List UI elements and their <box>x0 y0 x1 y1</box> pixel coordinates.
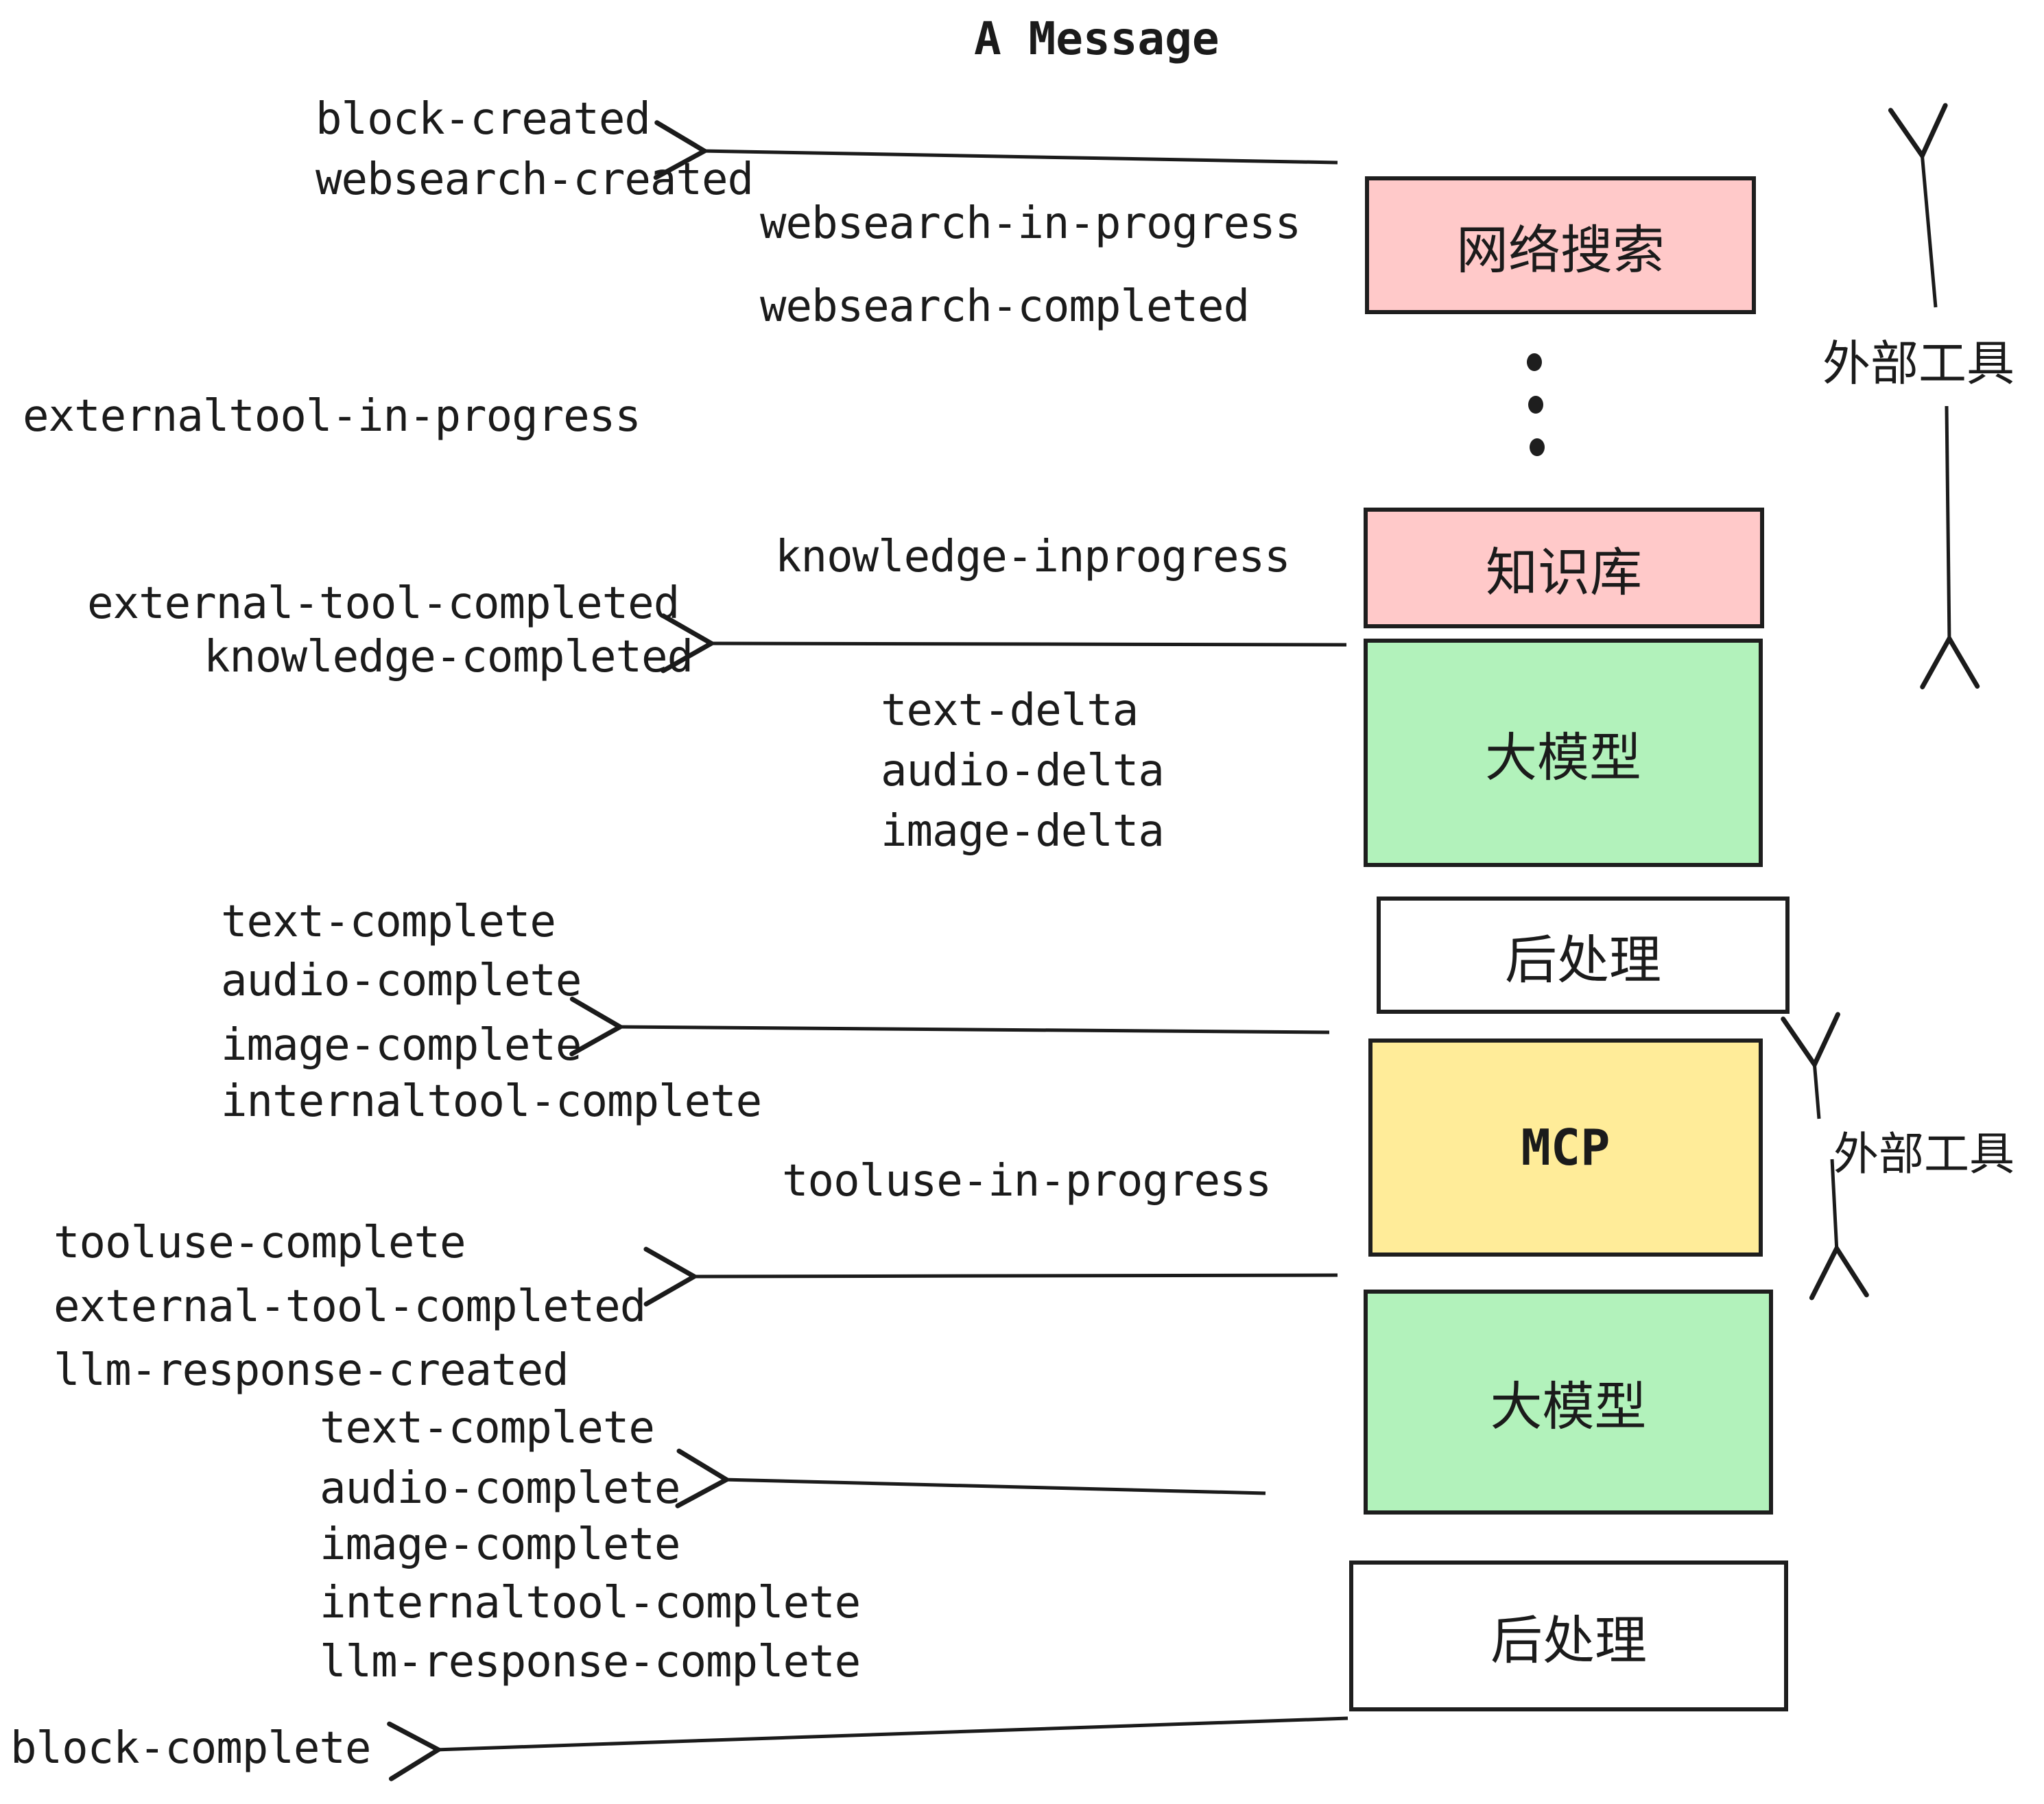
event-label-internaltool-complete-2: internaltool-complete <box>320 1578 861 1628</box>
event-label-audio-complete: audio-complete <box>221 956 582 1006</box>
event-label-tooluse-complete: tooluse-complete <box>54 1218 466 1268</box>
event-label-externaltool-in-progress: externaltool-in-progress <box>23 391 641 442</box>
event-label-audio-complete-2: audio-complete <box>320 1463 680 1514</box>
box-postprocess-1-label: 后处理 <box>1505 931 1661 990</box>
box-knowledge-base-label: 知识库 <box>1486 544 1642 602</box>
box-mcp: MCP <box>1368 1039 1763 1257</box>
event-label-knowledge-completed: knowledge-completed <box>204 632 693 683</box>
event-label-external-tool-completed-2: external-tool-completed <box>54 1281 646 1332</box>
side-label-external-tools-2: 外部工具 <box>1833 1128 2015 1179</box>
arrow-left-icon-image-complete <box>569 997 1330 1056</box>
box-mcp-label: MCP <box>1521 1119 1611 1176</box>
box-knowledge-base: 知识库 <box>1364 508 1764 628</box>
box-websearch: 网络搜索 <box>1365 176 1756 314</box>
event-label-internaltool-complete: internaltool-complete <box>221 1076 762 1127</box>
box-postprocess-2-label: 后处理 <box>1490 1612 1647 1670</box>
event-label-image-complete-2: image-complete <box>320 1519 680 1570</box>
page-title: A Message <box>974 12 1220 65</box>
box-postprocess-1: 后处理 <box>1377 897 1790 1014</box>
box-llm-2: 大模型 <box>1364 1290 1773 1515</box>
event-label-websearch-created: websearch-created <box>316 154 754 205</box>
event-label-llm-response-complete: llm-response-complete <box>320 1637 861 1687</box>
event-label-llm-response-created: llm-response-created <box>54 1345 569 1396</box>
side-label-external-tools-1: 外部工具 <box>1822 337 2015 390</box>
event-label-text-delta: text-delta <box>881 685 1139 736</box>
ellipsis-dot-icon <box>1527 353 1542 371</box>
arrow-left-icon-tooluse-complete <box>643 1246 1338 1307</box>
box-postprocess-2: 后处理 <box>1349 1560 1788 1711</box>
arrow-left-icon-block-complete <box>387 1716 1348 1781</box>
arrow-left-icon-knowledge-completed <box>661 613 1347 674</box>
event-label-text-complete-2: text-complete <box>320 1403 655 1453</box>
event-label-block-complete: block-complete <box>10 1723 371 1774</box>
event-label-tooluse-in-progress: tooluse-in-progress <box>782 1156 1272 1207</box>
arrow-down-icon-external-tools-1 <box>1920 405 1980 689</box>
box-llm-1-label: 大模型 <box>1485 728 1641 787</box>
event-label-image-delta: image-delta <box>881 806 1165 857</box>
box-llm-2-label: 大模型 <box>1490 1378 1647 1436</box>
arrow-left-icon-websearch-created <box>653 120 1338 180</box>
arrow-up-icon-external-tools-2 <box>1781 1012 1840 1119</box>
event-label-websearch-completed: websearch-completed <box>760 281 1250 332</box>
ellipsis-dot-icon <box>1528 396 1543 414</box>
event-label-block-created: block-created <box>316 94 651 145</box>
event-label-external-tool-completed: external-tool-completed <box>87 578 680 629</box>
event-label-websearch-in-progress: websearch-in-progress <box>760 198 1301 249</box>
box-websearch-label: 网络搜索 <box>1456 221 1665 280</box>
ellipsis-dot-icon <box>1530 438 1545 456</box>
event-label-knowledge-inprogress: knowledge-inprogress <box>775 532 1291 582</box>
event-label-text-complete: text-complete <box>221 897 556 947</box>
arrow-up-icon-external-tools-1 <box>1888 103 1948 308</box>
event-label-image-complete: image-complete <box>221 1020 582 1071</box>
box-llm-1: 大模型 <box>1364 639 1763 867</box>
event-label-audio-delta: audio-delta <box>881 746 1165 796</box>
arrow-left-icon-audio-complete <box>675 1448 1266 1508</box>
